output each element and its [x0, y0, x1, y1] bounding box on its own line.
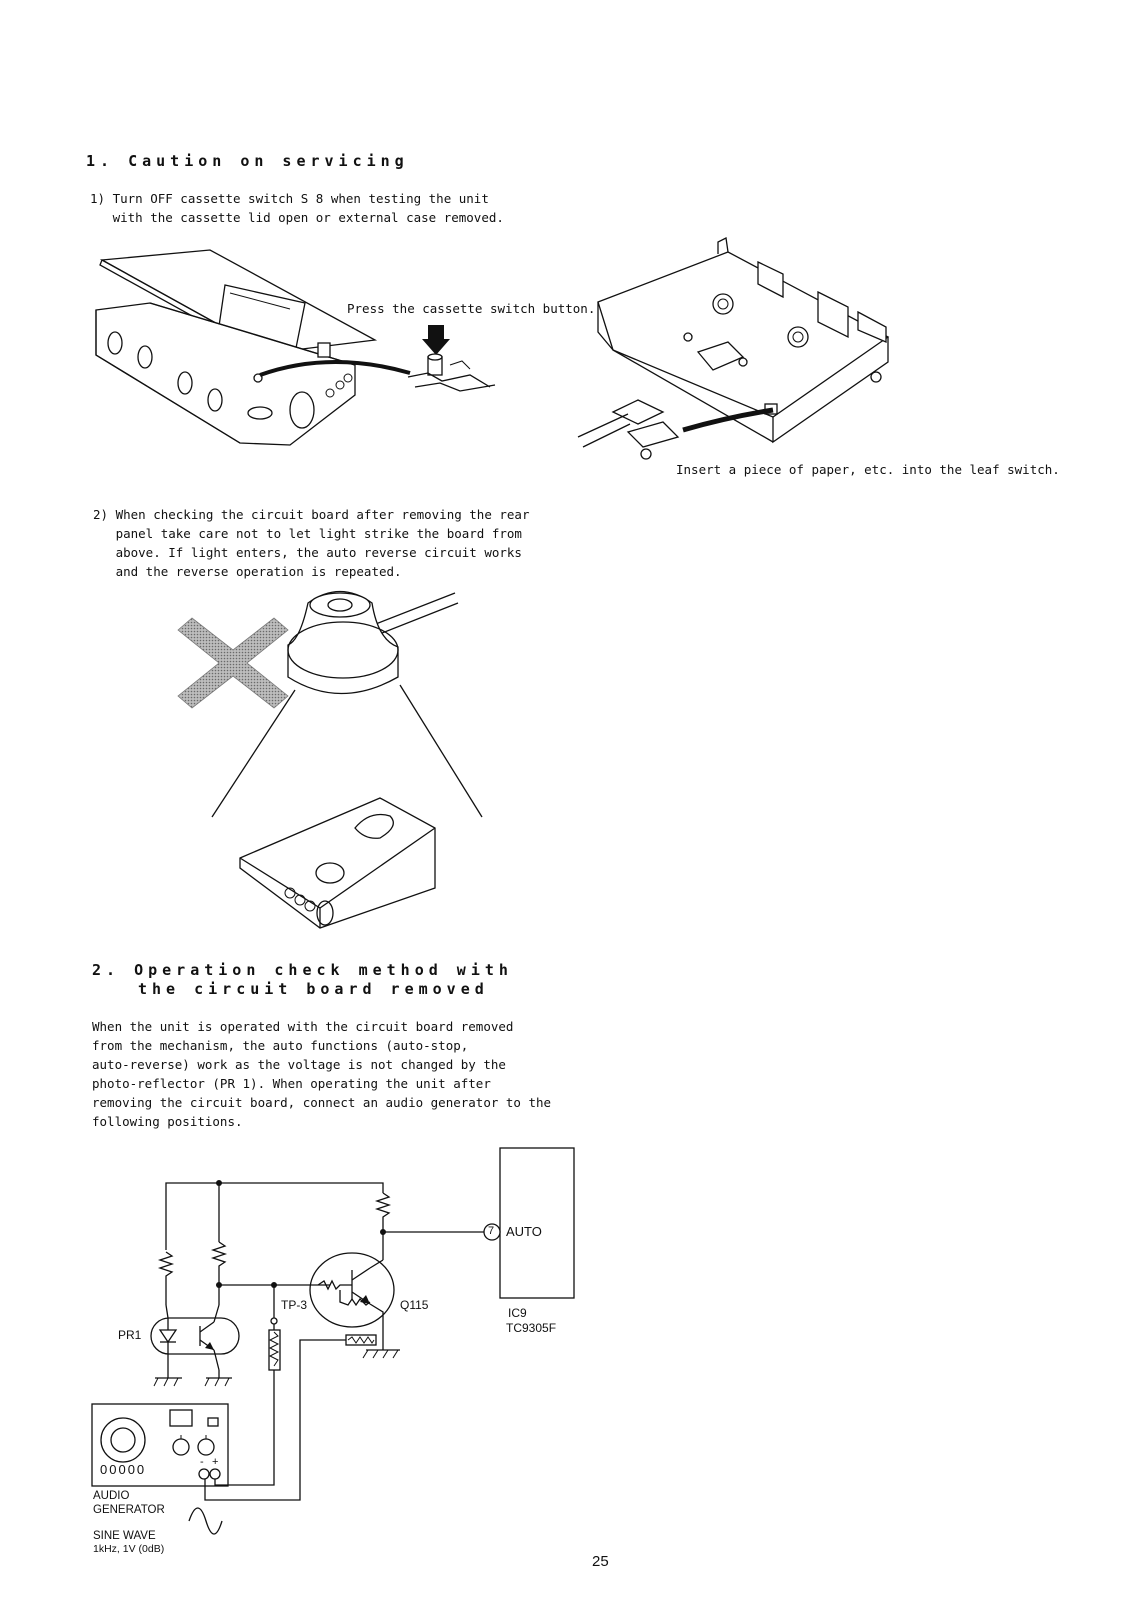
section1-heading: 1. Caution on servicing: [86, 152, 409, 170]
section1-item2-line3: above. If light enters, the auto reverse…: [93, 545, 522, 560]
ic9-label: IC9: [508, 1306, 527, 1320]
pin7-marker: [483, 1223, 501, 1241]
section2-para-line4: photo-reflector (PR 1). When operating t…: [92, 1076, 491, 1091]
unit-without-panel-illustration: [239, 797, 436, 929]
pr1-label: PR1: [118, 1328, 142, 1342]
pr1-photo-reflector-symbol: [150, 1317, 240, 1355]
cassette-switch-detail: [407, 325, 496, 392]
cassette-deck-illustration: [95, 249, 411, 446]
ic9-part-label: TC9305F: [506, 1321, 557, 1335]
section2-para-line6: following positions.: [92, 1114, 243, 1129]
generator-label: GENERATOR: [93, 1504, 165, 1516]
sine-spec-label: 1kHz, 1V (0dB): [93, 1543, 165, 1555]
section2-para-line3: auto-reverse) work as the voltage is not…: [92, 1057, 506, 1072]
generator-plus-sign: +: [212, 1456, 219, 1468]
auto-label: AUTO: [506, 1224, 542, 1239]
audio-label: AUDIO: [93, 1490, 130, 1502]
section1-item2-line2: panel take care not to let light strike …: [93, 526, 522, 541]
section2-para-line2: from the mechanism, the auto functions (…: [92, 1038, 469, 1053]
section1-item2-line4: and the reverse operation is repeated.: [93, 564, 402, 579]
section2-para-line1: When the unit is operated with the circu…: [92, 1019, 514, 1034]
generator-display-digits: 00000: [100, 1462, 147, 1477]
section1-item1-line2: with the cassette lid open or external c…: [90, 210, 504, 225]
generator-minus-sign: -: [200, 1456, 204, 1468]
section2-heading-line1: 2. Operation check method with: [92, 961, 513, 979]
tp3-label: TP-3: [281, 1298, 308, 1312]
insert-paper-caption: Insert a piece of paper, etc. into the l…: [676, 462, 1060, 477]
prohibited-cross-icon: [177, 617, 289, 709]
desk-lamp-illustration: [211, 590, 483, 818]
audio-generator-box: [91, 1403, 229, 1487]
pin7-number: 7: [488, 1225, 495, 1237]
section1-item2-line1: 2) When checking the circuit board after…: [93, 507, 530, 522]
q115-label: Q115: [400, 1298, 429, 1312]
section2-heading-line2: the circuit board removed: [138, 980, 489, 998]
sine-wave-label: SINE WAVE: [93, 1530, 156, 1542]
section2-para-line5: removing the circuit board, connect an a…: [92, 1095, 552, 1110]
mechanism-illustration: [577, 237, 890, 460]
q115-transistor-symbol: [309, 1252, 395, 1328]
section1-item1-line1: 1) Turn OFF cassette switch S 8 when tes…: [90, 191, 489, 206]
press-switch-caption: Press the cassette switch button.: [347, 301, 596, 316]
page-number: 25: [592, 1553, 609, 1570]
ic9-box: [499, 1147, 575, 1299]
